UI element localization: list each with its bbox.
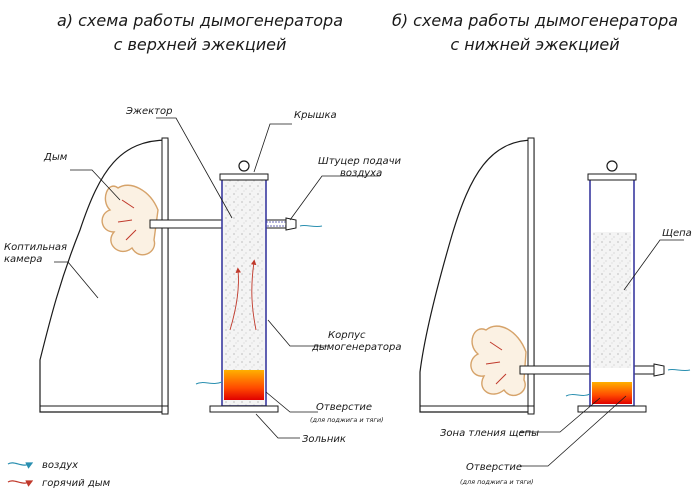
air-in-bottom-a [195,381,223,385]
leader-ash [255,413,300,439]
fire-zone-b [592,382,632,404]
smoking-chamber-a [39,139,169,413]
label-hole-b: Отверстие [466,462,522,473]
label-chamber-2: камера [4,254,42,265]
label-smoke: Дым [43,152,68,163]
leader-ejector [156,117,233,219]
leader-lid [253,123,292,173]
label-nozzle-1: Штуцер подачи [318,156,402,167]
ash-pan-a [209,405,279,413]
wood-chips-b [593,232,631,368]
leader-hole-b [520,395,627,467]
leader-nozzle [289,175,380,221]
lid-ring-b [606,160,618,172]
legend-air-label: воздух [42,460,78,471]
label-chamber-1: Коптильная [4,242,67,253]
label-chips: Щепа [662,228,692,239]
air-in-a [299,224,323,228]
label-body-1: Корпус [328,330,366,341]
label-smolder: Зона тления щепы [440,428,539,439]
title-a-line1: а) схема работы дымогенератора [57,11,343,30]
ejector-tube-a [149,219,291,229]
fire-zone-a [224,370,264,400]
title-a-line2: с верхней эжекцией [114,35,287,54]
label-nozzle-2: воздуха [340,168,382,179]
label-ash: Зольник [302,434,346,445]
label-lid: Крышка [294,110,337,121]
label-ejector: Эжектор [125,106,172,117]
air-in-bottom-b [565,393,591,397]
hot-smoke-flow-a1 [229,267,241,331]
leader-smoke [70,169,121,201]
lid-b [587,173,637,181]
diagram-a: Эжектор Крышка Штуцер подачи воздуха Дым… [4,106,402,445]
leader-hole-a [265,391,318,413]
leader-smolder [520,397,601,433]
lid-ring-a [238,160,250,172]
legend: воздух горячий дым [7,460,111,489]
label-hole-a: Отверстие [316,402,372,413]
smoke-arrows-b [485,341,507,385]
title-b-line1: б) схема работы дымогенератора [392,11,678,30]
chamber-wall-a [161,137,169,415]
chamber-wall-b [527,137,535,415]
smoke-cloud-b [470,325,527,396]
leader-body [267,319,328,347]
label-hole-note-b: (для поджига и тяги) [460,478,534,486]
title-b-line2: с нижней эжекцией [450,35,619,54]
legend-hot-smoke-label: горячий дым [42,478,111,489]
label-body-2: дымогенератора [311,342,401,353]
diagram-b: Щепа Зона тления щепы Отверстие (для под… [419,137,692,486]
smoke-arrows-a [117,199,137,241]
label-hole-note-a: (для поджига и тяги) [310,416,384,424]
lid-a [219,173,269,181]
air-nozzle-a [285,217,297,231]
legend-air-swatch [7,462,34,469]
legend-hot-smoke-swatch [7,480,34,487]
air-in-b [667,368,691,372]
leader-chamber [54,261,99,299]
leader-chips [623,239,684,291]
air-nozzle-b [653,363,665,377]
hot-smoke-flow-a2 [250,259,257,331]
